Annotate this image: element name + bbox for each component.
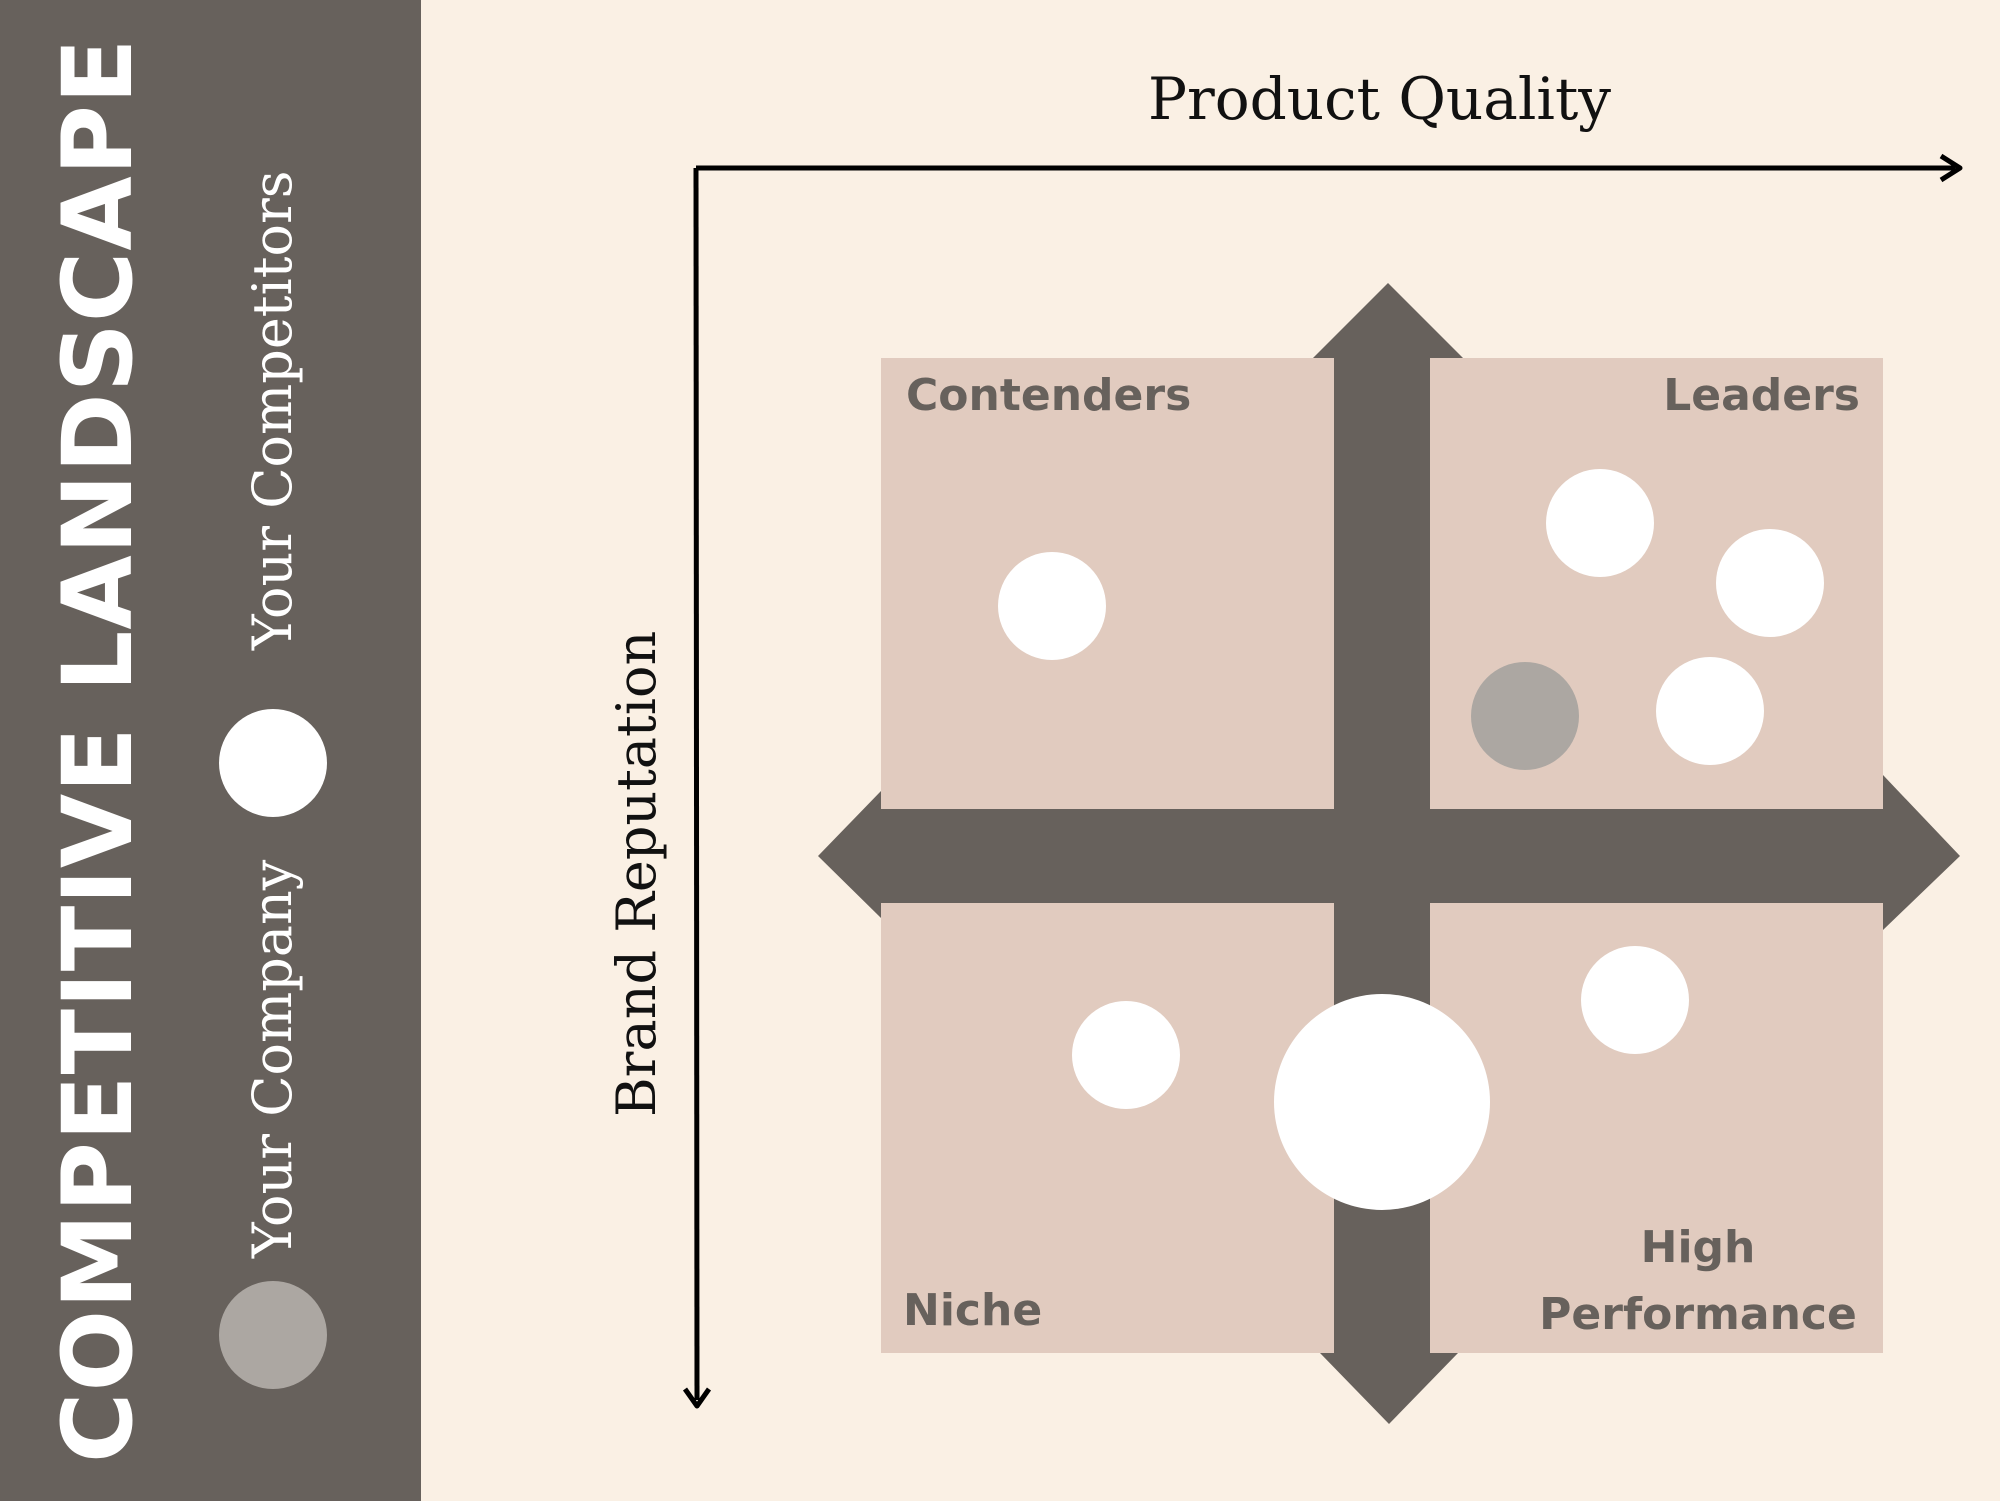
quadrant-label-leaders: Leaders: [1663, 370, 1860, 421]
quadrant-top-left: [881, 358, 1334, 809]
axes-lines: [682, 153, 1963, 1409]
legend-company-dot: [219, 1281, 327, 1389]
arrow-left: [818, 791, 881, 918]
quadrant-bottom-left: [881, 903, 1334, 1353]
arrow-up: [1313, 283, 1463, 358]
x-axis-arrowhead: [1939, 153, 1963, 183]
sidebar-panel: COMPETITIVE LANDSCAPE Your Company Your …: [0, 0, 421, 1501]
legend-competitors-dot: [219, 709, 327, 817]
y-axis-line: [693, 167, 700, 1401]
quadrant-label-niche: Niche: [903, 1285, 1042, 1336]
competitor-bubble: [1581, 946, 1689, 1054]
competitor-bubble: [1072, 1001, 1180, 1109]
competitor-bubble: [1546, 469, 1654, 577]
competitor-bubble-large: [1274, 994, 1490, 1210]
quadrant-label-high: High: [1641, 1222, 1756, 1273]
y-axis-arrowhead: [682, 1387, 712, 1409]
quadrant-label-contenders: Contenders: [906, 370, 1191, 421]
competitor-bubble: [1716, 529, 1824, 637]
competitor-bubble: [1656, 657, 1764, 765]
quadrant-label-performance: Performance: [1539, 1289, 1857, 1340]
bubbles: [998, 469, 1824, 1210]
company-bubble: [1471, 662, 1579, 770]
competitor-bubble: [998, 552, 1106, 660]
arrow-right: [1883, 775, 1960, 930]
horizontal-bar: [881, 809, 1883, 903]
arrow-down: [1320, 1353, 1458, 1424]
x-axis-label: Product Quality: [1148, 65, 1612, 133]
